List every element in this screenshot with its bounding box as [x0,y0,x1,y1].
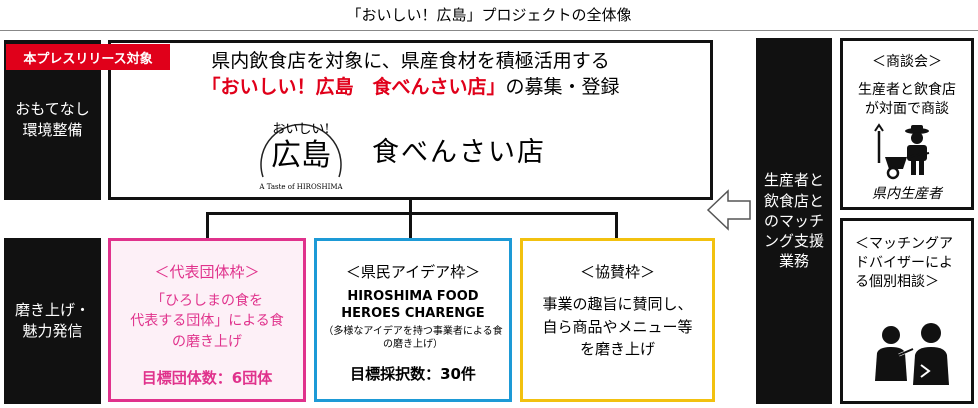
card-kenmin-en-line: HEROES CHARENGE [341,305,485,321]
page-title: 「おいしい！広島」プロジェクトの全体像 [346,6,632,24]
label-omotenashi-line1: おもてなし [15,100,90,118]
card-kenmin-header: ＜県民アイデア枠＞ [345,263,481,281]
label-migakiage-line2: 魅力発信 [22,322,83,340]
logo-main-text: 広島 [271,138,331,173]
main-box-line2: 「おいしい！広島 食べんさい店」の募集・登録 [108,72,713,99]
card-kenmin-note: （多様なアイデアを持つ事業者による食の磨き上げ） [323,326,503,350]
farmer-caption: 県内生産者 [872,186,942,202]
connector-middle [409,212,412,238]
card-daihyo-desc-line: 「ひろしまの食を [151,293,263,309]
card-daihyo-desc: 「ひろしまの食を 代表する団体」による食 の磨き上げ [111,291,303,352]
oishii-hiroshima-logo: おいしい! 広島 A Taste of HIROSHIMA [258,122,343,191]
card-daihyo-desc-line: 代表する団体」による食 [130,313,284,330]
main-recruitment-box [108,40,713,200]
card-kyosan-desc: 事業の趣旨に賛同し、 自ら商品やメニュー等 を磨き上げ [523,293,712,361]
connector-right [615,212,618,238]
advisor-title-line: ドバイザーによ [855,254,953,271]
card-kenmin-en-line: HIROSHIMA FOOD [347,289,479,304]
shodankai-desc-line: 生産者と飲食店 [858,82,956,98]
main-box-line2-red: 「おいしい！広島 食べんさい店」 [201,76,506,98]
label-matching: 生産者と 飲食店と のマッチ ング支援 業務 [756,38,832,404]
card-kenmin-target: 目標採択数：30件 [350,365,476,383]
title-divider [0,30,978,31]
logo-sub-text: A Taste of HIROSHIMA [258,183,343,191]
logo-shop-name: 食べんさい店 [372,137,546,168]
card-kenmin-en: HIROSHIMA FOOD HEROES CHARENGE [317,289,509,323]
advisor-title-line: ＜マッチングア [855,236,953,252]
advisor-title: ＜マッチングア ドバイザーによ る個別相談＞ [847,235,967,292]
farmer-with-wheelbarrow-icon [874,123,930,180]
card-daihyo: ＜代表団体枠＞ 「ひろしまの食を 代表する団体」による食 の磨き上げ 目標団体数… [108,238,306,402]
label-matching-line: のマッチ [763,211,824,230]
label-matching-line: 業務 [778,252,809,271]
label-migakiage: 磨き上げ・ 魅力発信 [4,238,101,404]
card-daihyo-target: 目標団体数：6団体 [141,369,273,387]
label-matching-line: 生産者と [763,171,824,190]
label-matching-line: ング支援 [763,232,824,251]
card-advisor: ＜マッチングア ドバイザーによ る個別相談＞ [840,218,974,404]
consultation-people-icon [875,323,949,385]
press-release-tag: 本プレスリリース対象 [6,44,170,70]
card-kyosan-desc-line: を磨き上げ [579,340,655,358]
shodankai-desc-line: が対面で商談 [865,100,949,117]
label-migakiage-line1: 磨き上げ・ [14,301,90,319]
shodankai-title: ＜商談会＞ [872,54,942,70]
label-omotenashi-line2: 環境整備 [22,121,83,139]
main-box-line1: 県内飲食店を対象に、県産食材を積極活用する [211,50,610,72]
card-daihyo-desc-line: の磨き上げ [172,333,242,350]
connector-stem [409,200,412,214]
label-matching-line: 飲食店と [763,191,824,210]
connector-bar [206,212,618,215]
logo-top-text: おいしい! [272,122,329,137]
advisor-title-line: る個別相談＞ [855,273,939,290]
card-kyosan: ＜協賛枠＞ 事業の趣旨に賛同し、 自ら商品やメニュー等 を磨き上げ [520,238,715,402]
main-box-line2-black: の募集・登録 [505,76,620,98]
card-kyosan-header: ＜協賛枠＞ [579,263,655,281]
card-kyosan-desc-line: 事業の趣旨に賛同し、 [542,295,693,313]
card-kenmin: ＜県民アイデア枠＞ HIROSHIMA FOOD HEROES CHARENGE… [314,238,512,402]
shodankai-desc: 生産者と飲食店 が対面で商談 [843,81,971,119]
card-shodankai: ＜商談会＞ 生産者と飲食店 が対面で商談 県内生産者 [840,38,974,210]
card-kyosan-desc-line: 自ら商品やメニュー等 [542,317,693,336]
left-arrow-icon [706,189,751,231]
connector-left [206,212,209,238]
card-daihyo-header: ＜代表団体枠＞ [154,263,260,281]
